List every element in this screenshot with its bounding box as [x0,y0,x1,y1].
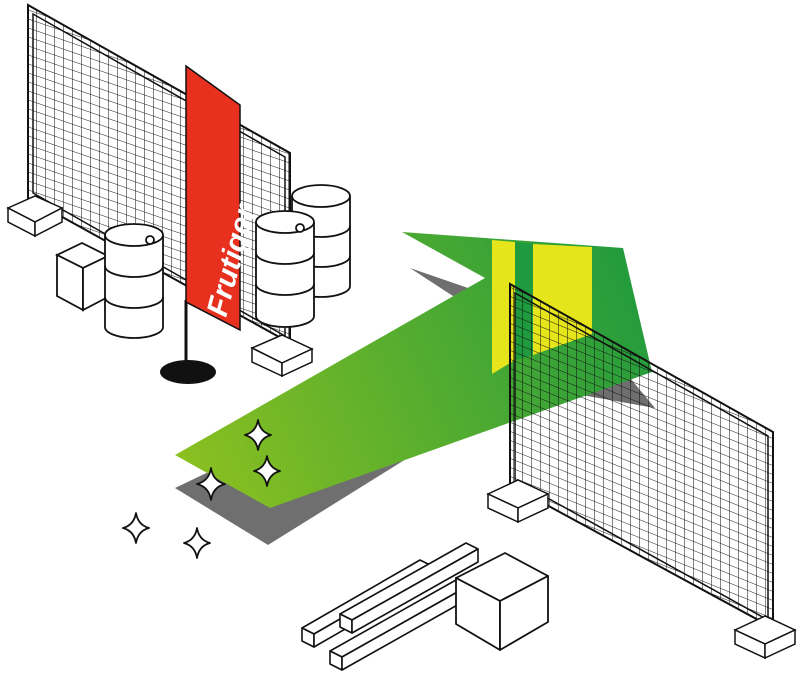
barrel-stack-right [255,184,351,328]
crate-large [455,552,549,651]
left-fence-foot-left [6,195,64,238]
banner-base [160,360,216,384]
sparkles [122,419,281,559]
sparkle-icon [244,419,272,451]
crate-small [54,241,111,312]
sparkle-icon [183,527,211,559]
left-fence-foot-right [250,334,314,378]
sparkle-icon [253,455,281,487]
right-fence-panel [486,282,797,660]
beam-2 [339,542,479,634]
sparkle-icon [122,512,150,544]
beam-3 [329,579,469,671]
right-fence-foot-left [486,479,550,524]
right-fence-foot-right [733,615,797,660]
sparkle-icon [196,467,226,501]
barrel-left [104,223,164,339]
lumber-beams [301,542,479,671]
banner-red-panel [185,64,241,332]
